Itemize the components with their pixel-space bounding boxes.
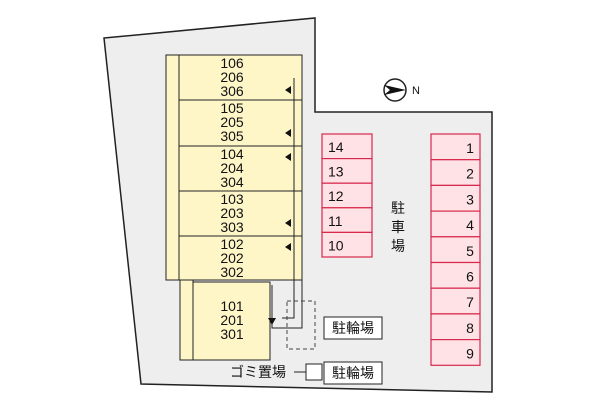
parking-space-box — [321, 231, 373, 258]
parking-number: 7 — [466, 294, 474, 310]
entrance-arrows — [268, 86, 291, 325]
parking-space: 2 — [430, 159, 481, 186]
room-number: 104 — [220, 146, 244, 162]
parking-space-box — [430, 313, 481, 341]
parking-label: 駐車場 — [391, 200, 405, 254]
corridor-path-inner — [282, 78, 295, 319]
parking-space: 13 — [321, 158, 373, 184]
parking-space: 6 — [430, 261, 481, 289]
bike-parking-label: 駐輪場 — [332, 320, 374, 336]
entrance-arrow-icon — [285, 219, 291, 227]
parking-space-box — [430, 287, 481, 315]
room-number: 202 — [220, 250, 244, 266]
parking-space-box — [430, 339, 481, 366]
room-number: 106 — [220, 55, 244, 71]
bike-area-dashed — [286, 300, 316, 350]
parking-label-char: 駐 — [391, 200, 405, 216]
parking-space-box — [321, 182, 373, 209]
parking-number: 14 — [328, 139, 344, 155]
parking-number: 13 — [328, 164, 344, 180]
parking-space: 11 — [321, 207, 373, 234]
room-number: 205 — [220, 114, 244, 130]
parking-space-box — [430, 133, 481, 161]
parking-space: 8 — [430, 313, 481, 341]
room-number: 105 — [220, 100, 244, 116]
room-number: 303 — [220, 219, 244, 235]
parking-space: 14 — [321, 133, 373, 160]
building-side-strip — [165, 54, 180, 281]
parking-number: 2 — [466, 166, 474, 182]
building-unit-box — [178, 190, 303, 237]
bike-parking-label-2: 駐輪場 — [332, 365, 374, 381]
parking-number: 10 — [328, 237, 344, 253]
parking-number: 12 — [328, 188, 344, 204]
building-unit-box — [178, 235, 303, 281]
parking-column-right: 1 2 3 4 5 6 7 8 9 — [430, 133, 481, 366]
room-number: 301 — [220, 326, 244, 342]
parking-number: 11 — [328, 213, 343, 229]
room-number: 204 — [220, 160, 244, 176]
building-block: 1062063061052053051042043041032033031022… — [165, 54, 303, 361]
room-number: 302 — [220, 264, 244, 280]
parking-number: 3 — [466, 191, 474, 207]
parking-space: 12 — [321, 182, 373, 209]
room-number: 203 — [220, 205, 244, 221]
room-number: 304 — [220, 174, 244, 190]
room-number: 103 — [220, 191, 244, 207]
room-number: 101 — [220, 298, 244, 314]
parking-column-left: 14 13 12 11 10 — [321, 133, 373, 258]
parking-space-box — [321, 133, 373, 160]
entrance-arrow-icon — [285, 153, 291, 161]
entrance-arrow-icon — [285, 86, 291, 94]
room-number: 305 — [220, 128, 244, 144]
entrance-arrow-icon — [285, 243, 291, 251]
building-unit-box — [192, 281, 271, 361]
corridor-path — [271, 78, 303, 329]
parking-number: 8 — [466, 320, 474, 336]
parking-space: 3 — [430, 184, 481, 212]
bike-parking-box — [323, 316, 383, 340]
parking-space: 10 — [321, 231, 373, 258]
parking-label-char: 車 — [391, 219, 405, 235]
bike-parking-box-2 — [323, 361, 383, 385]
parking-space-box — [430, 159, 481, 186]
parking-space: 9 — [430, 339, 481, 366]
compass-letter: N — [412, 85, 420, 97]
parking-number: 4 — [466, 217, 474, 233]
room-number: 306 — [220, 83, 244, 99]
parking-space: 7 — [430, 287, 481, 315]
parking-label-char: 場 — [391, 238, 405, 254]
parking-number: 9 — [466, 346, 474, 362]
parking-number: 6 — [466, 269, 474, 285]
parking-space-box — [430, 184, 481, 212]
garbage-box — [305, 363, 323, 381]
parking-space: 5 — [430, 236, 481, 264]
entrance-arrow-icon — [268, 318, 276, 325]
compass-icon: N — [383, 78, 420, 102]
building-side-strip-lower — [179, 279, 194, 361]
parking-space-box — [430, 261, 481, 289]
parking-space: 4 — [430, 210, 481, 238]
parking-number: 5 — [466, 243, 474, 259]
entrance-arrow-icon — [285, 129, 291, 137]
room-number: 102 — [220, 236, 244, 252]
room-number: 201 — [220, 312, 244, 328]
parking-space: 1 — [430, 133, 481, 161]
garbage-label: ゴミ置場 — [230, 364, 286, 380]
parking-number: 1 — [466, 140, 474, 156]
room-number: 206 — [220, 69, 244, 85]
